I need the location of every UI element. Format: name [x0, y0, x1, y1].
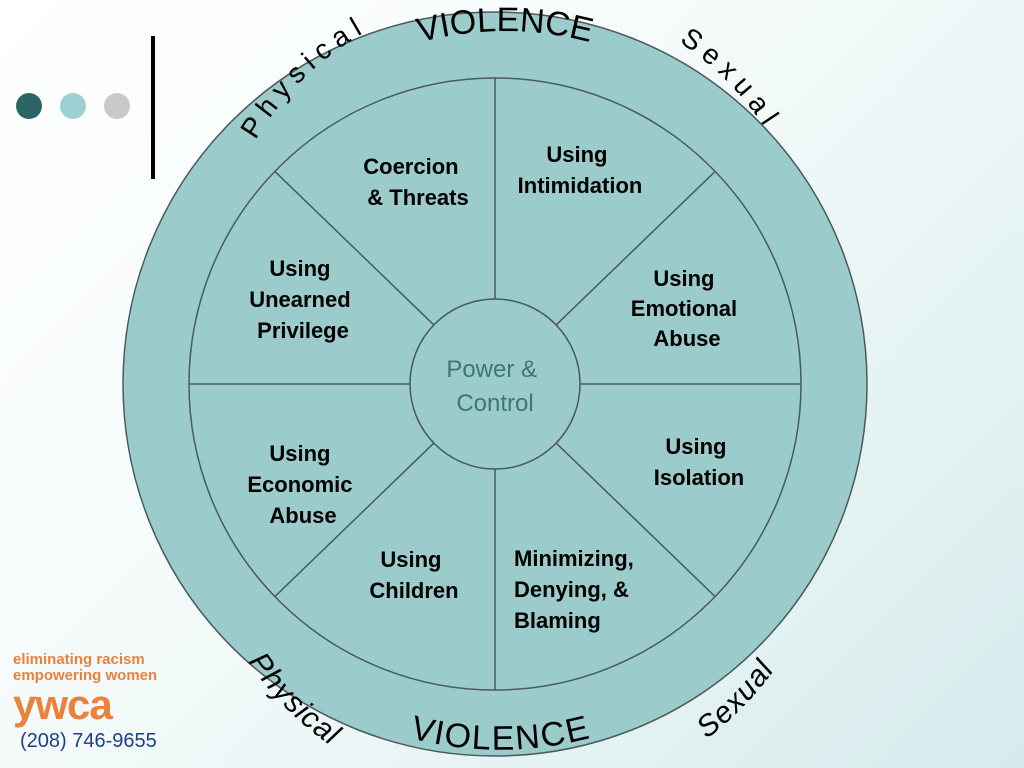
segment-label-line: Blaming	[514, 608, 601, 633]
segment-label-line: Children	[369, 578, 458, 603]
logo-wordmark: ywca	[13, 681, 113, 728]
segment-label-line: Using	[653, 266, 714, 291]
segment-label-line: Abuse	[269, 503, 336, 528]
segment-coercion-threats: Coercion & Threats	[363, 154, 468, 210]
phone-number: (208) 746-9655	[20, 730, 157, 752]
segment-minimizing: Minimizing, Denying, & Blaming	[514, 546, 640, 633]
decorative-dots	[16, 93, 130, 119]
segment-label-line: Emotional	[631, 296, 737, 321]
spoke-line-2	[555, 170, 716, 326]
segment-label-line: Coercion	[363, 154, 458, 179]
segment-label-line: Using	[665, 434, 726, 459]
segment-children: Using Children	[369, 547, 458, 603]
segment-label-line: Using	[546, 142, 607, 167]
ywca-logo: eliminating racism empowering women ywca	[13, 652, 183, 726]
dot-teal-icon	[60, 93, 86, 119]
segment-label-line: & Threats	[367, 185, 468, 210]
dot-gray-icon	[104, 93, 130, 119]
segment-economic-abuse: Using Economic Abuse	[247, 441, 358, 528]
segment-unearned-privilege: Using Unearned Privilege	[249, 256, 357, 343]
segment-label-line: Using	[269, 256, 330, 281]
center-label: Power & Control	[446, 356, 543, 417]
segment-intimidation: Using Intimidation	[518, 142, 643, 198]
segment-label-line: Using	[269, 441, 330, 466]
logo-tagline-2: empowering women	[13, 667, 158, 684]
segment-label-line: Privilege	[257, 318, 349, 343]
center-hub	[409, 298, 581, 470]
center-label-line-1: Power &	[446, 356, 537, 383]
spoke-line-4	[555, 442, 716, 598]
spoke-line-6	[274, 442, 435, 598]
segment-label-line: Economic	[247, 472, 352, 497]
segment-label-line: Intimidation	[518, 173, 643, 198]
center-label-line-2: Control	[456, 390, 533, 417]
segment-label-line: Abuse	[653, 326, 720, 351]
segment-emotional-abuse: Using Emotional Abuse	[631, 266, 743, 351]
segment-label-line: Using	[380, 547, 441, 572]
segment-isolation: Using Isolation	[654, 434, 744, 490]
segment-label-line: Denying, &	[514, 577, 629, 602]
segment-label-line: Isolation	[654, 465, 744, 490]
spoke-line-8	[274, 170, 435, 326]
segment-label-line: Unearned	[249, 287, 350, 312]
segment-label-line: Minimizing,	[514, 546, 634, 571]
logo-tagline-1: eliminating racism	[13, 651, 145, 668]
wheel-spokes	[189, 78, 801, 690]
dot-dark-icon	[16, 93, 42, 119]
vertical-divider	[151, 36, 155, 179]
